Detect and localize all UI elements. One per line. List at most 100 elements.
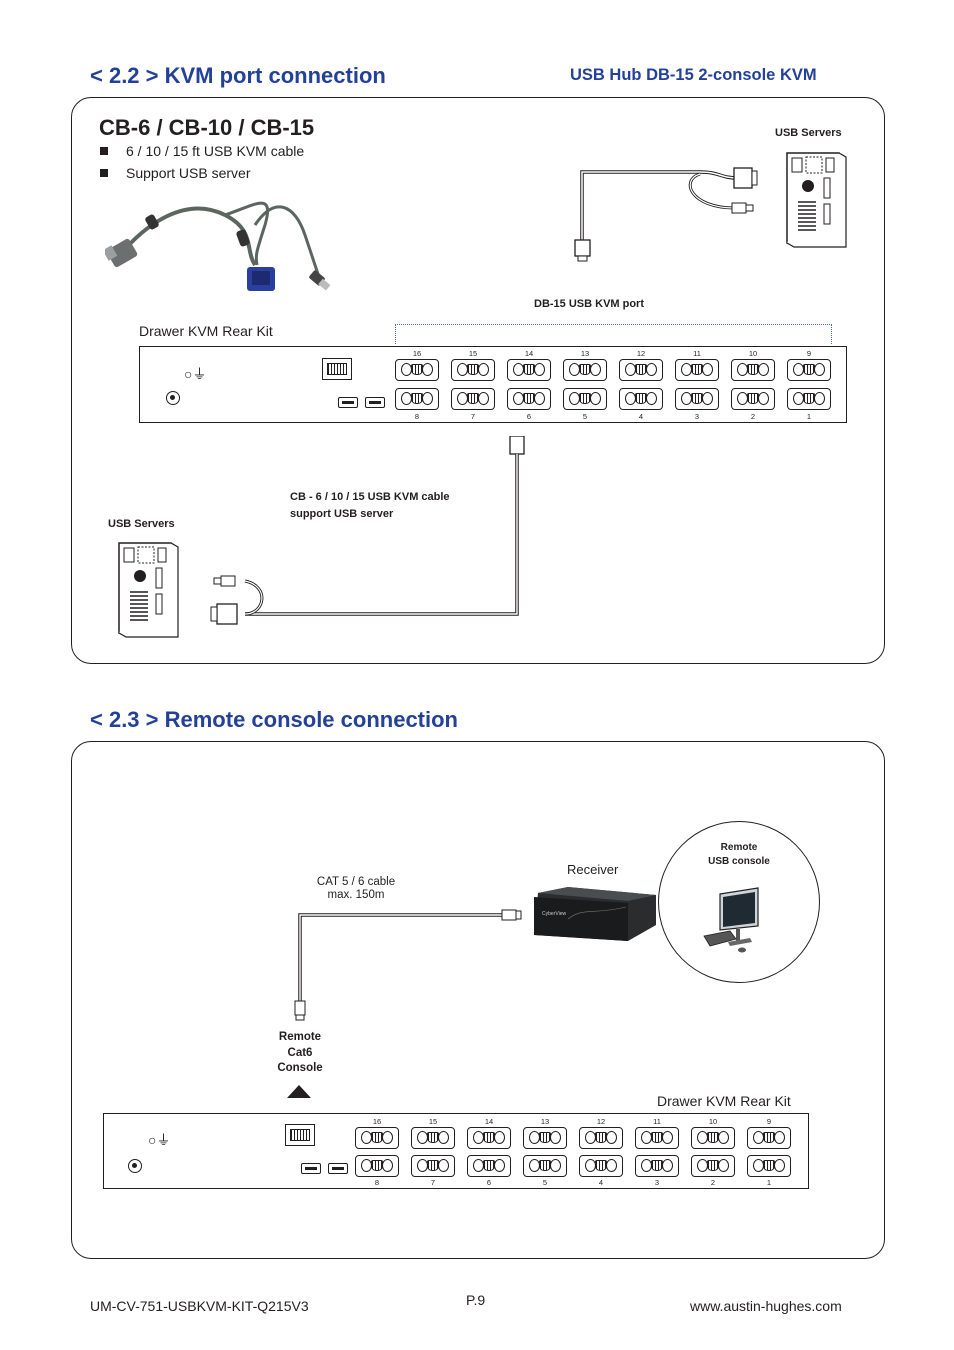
db15-port	[507, 388, 551, 410]
remote-console-label: Remote USB console	[708, 842, 770, 867]
port-number-label: 7	[470, 412, 476, 421]
db15-port	[579, 1127, 623, 1149]
document-id: UM-CV-751-USBKVM-KIT-Q215V3	[90, 1298, 309, 1314]
db15-port	[579, 1155, 623, 1177]
remote-cat6-console-label: Remote Cat6 Console	[277, 1031, 323, 1074]
db15-port	[451, 359, 495, 381]
db15-port	[395, 359, 439, 381]
port-number-label: 6	[526, 412, 532, 421]
usb-kvm-cable-image	[105, 201, 331, 291]
website: www.austin-hughes.com	[690, 1298, 842, 1314]
cat-cable-label: CAT 5 / 6 cable max. 150m	[316, 876, 396, 901]
up-arrow-icon	[287, 1085, 311, 1098]
db15-port	[691, 1155, 735, 1177]
db15-port-label: DB-15 USB KVM port	[534, 298, 645, 310]
db15-port	[467, 1127, 511, 1149]
db15-port	[731, 359, 775, 381]
page-number: P.9	[466, 1292, 486, 1308]
port-number-label: 8	[414, 412, 420, 421]
db15-port	[787, 359, 831, 381]
port-number-label: 7	[430, 1178, 436, 1187]
port-number-label: 9	[806, 349, 812, 358]
db15-port	[619, 359, 663, 381]
port-number-label: 9	[766, 1117, 772, 1126]
section-2-3-title: < 2.3 > Remote console connection	[90, 707, 458, 732]
cable-label-line2: support USB server	[290, 508, 394, 520]
db15-port	[355, 1155, 399, 1177]
port-number-label: 12	[636, 349, 646, 358]
drawer-kvm-label-bottom: Drawer KVM Rear Kit	[657, 1093, 791, 1109]
port-number-label: 13	[540, 1117, 550, 1126]
kvm-connection-panel	[71, 97, 885, 664]
db15-port	[787, 388, 831, 410]
db15-port	[731, 388, 775, 410]
db15-port	[467, 1155, 511, 1177]
db15-port	[635, 1155, 679, 1177]
port-number-label: 14	[524, 349, 534, 358]
port-number-label: 10	[708, 1117, 718, 1126]
db15-port	[691, 1127, 735, 1149]
port-number-label: 4	[598, 1178, 604, 1187]
usb-port	[338, 397, 358, 408]
receiver-label: Receiver	[567, 862, 619, 877]
port-number-label: 15	[428, 1117, 438, 1126]
port-number-label: 14	[484, 1117, 494, 1126]
port-number-label: 1	[766, 1178, 772, 1187]
db15-port	[635, 1127, 679, 1149]
drawer-rear-panel-bottom: ○⏚ 16 15 14 13 12 11 10 9 8 7 6 5 4 3 2 1	[103, 1113, 809, 1189]
db15-port	[523, 1127, 567, 1149]
db15-port	[747, 1127, 791, 1149]
port-number-label: 3	[654, 1178, 660, 1187]
remote-connection-panel	[71, 741, 885, 1259]
port-number-label: 1	[806, 412, 812, 421]
db15-port	[507, 359, 551, 381]
port-number-label: 10	[748, 349, 758, 358]
db15-port	[523, 1155, 567, 1177]
port-number-label: 2	[750, 412, 756, 421]
db15-port	[675, 359, 719, 381]
server-tower-icon	[786, 152, 847, 248]
server-tower-icon	[118, 542, 179, 638]
usb-servers-label-bottom: USB Servers	[108, 518, 175, 530]
db15-port	[563, 359, 607, 381]
port-number-label: 11	[693, 349, 701, 358]
usb-port	[301, 1163, 321, 1174]
db15-port	[395, 388, 439, 410]
port-number-label: 8	[374, 1178, 380, 1187]
port-number-label: 12	[596, 1117, 606, 1126]
port-number-label: 11	[653, 1117, 661, 1126]
kvm-cable-bottom	[210, 436, 525, 625]
cat6-cable	[294, 909, 522, 1021]
port-number-label: 5	[582, 412, 588, 421]
ground-icon: ○⏚	[148, 1132, 171, 1148]
db15-port	[411, 1155, 455, 1177]
port-number-label: 5	[542, 1178, 548, 1187]
power-jack-icon	[166, 391, 180, 405]
kvm-cable-top	[574, 167, 758, 262]
section-2-2-subtitle: USB Hub DB-15 2-console KVM	[570, 66, 817, 84]
drawer-kvm-label-top: Drawer KVM Rear Kit	[139, 323, 273, 339]
power-jack-icon	[128, 1159, 142, 1173]
lan-port	[322, 358, 352, 380]
db15-port	[747, 1155, 791, 1177]
remote-console-circle	[658, 821, 820, 983]
port-number-label: 2	[710, 1178, 716, 1187]
port-number-label: 3	[694, 412, 700, 421]
port-number-label: 16	[372, 1117, 382, 1126]
cable-model-title: CB-6 / CB-10 / CB-15	[99, 115, 315, 140]
monitor-keyboard-icon	[703, 887, 759, 953]
db15-port	[451, 388, 495, 410]
bullet-item: Support USB server	[100, 165, 251, 181]
db15-port	[563, 388, 607, 410]
receiver-device: CyberView	[534, 887, 656, 941]
db15-port-highlight	[395, 324, 832, 344]
port-number-label: 15	[468, 349, 478, 358]
port-number-label: 16	[412, 349, 422, 358]
port-number-label: 6	[486, 1178, 492, 1187]
usb-port	[328, 1163, 348, 1174]
usb-servers-label-top: USB Servers	[775, 127, 842, 139]
bullet-item: 6 / 10 / 15 ft USB KVM cable	[100, 143, 304, 159]
section-2-2-title: < 2.2 > KVM port connection	[90, 63, 386, 88]
db15-port	[355, 1127, 399, 1149]
